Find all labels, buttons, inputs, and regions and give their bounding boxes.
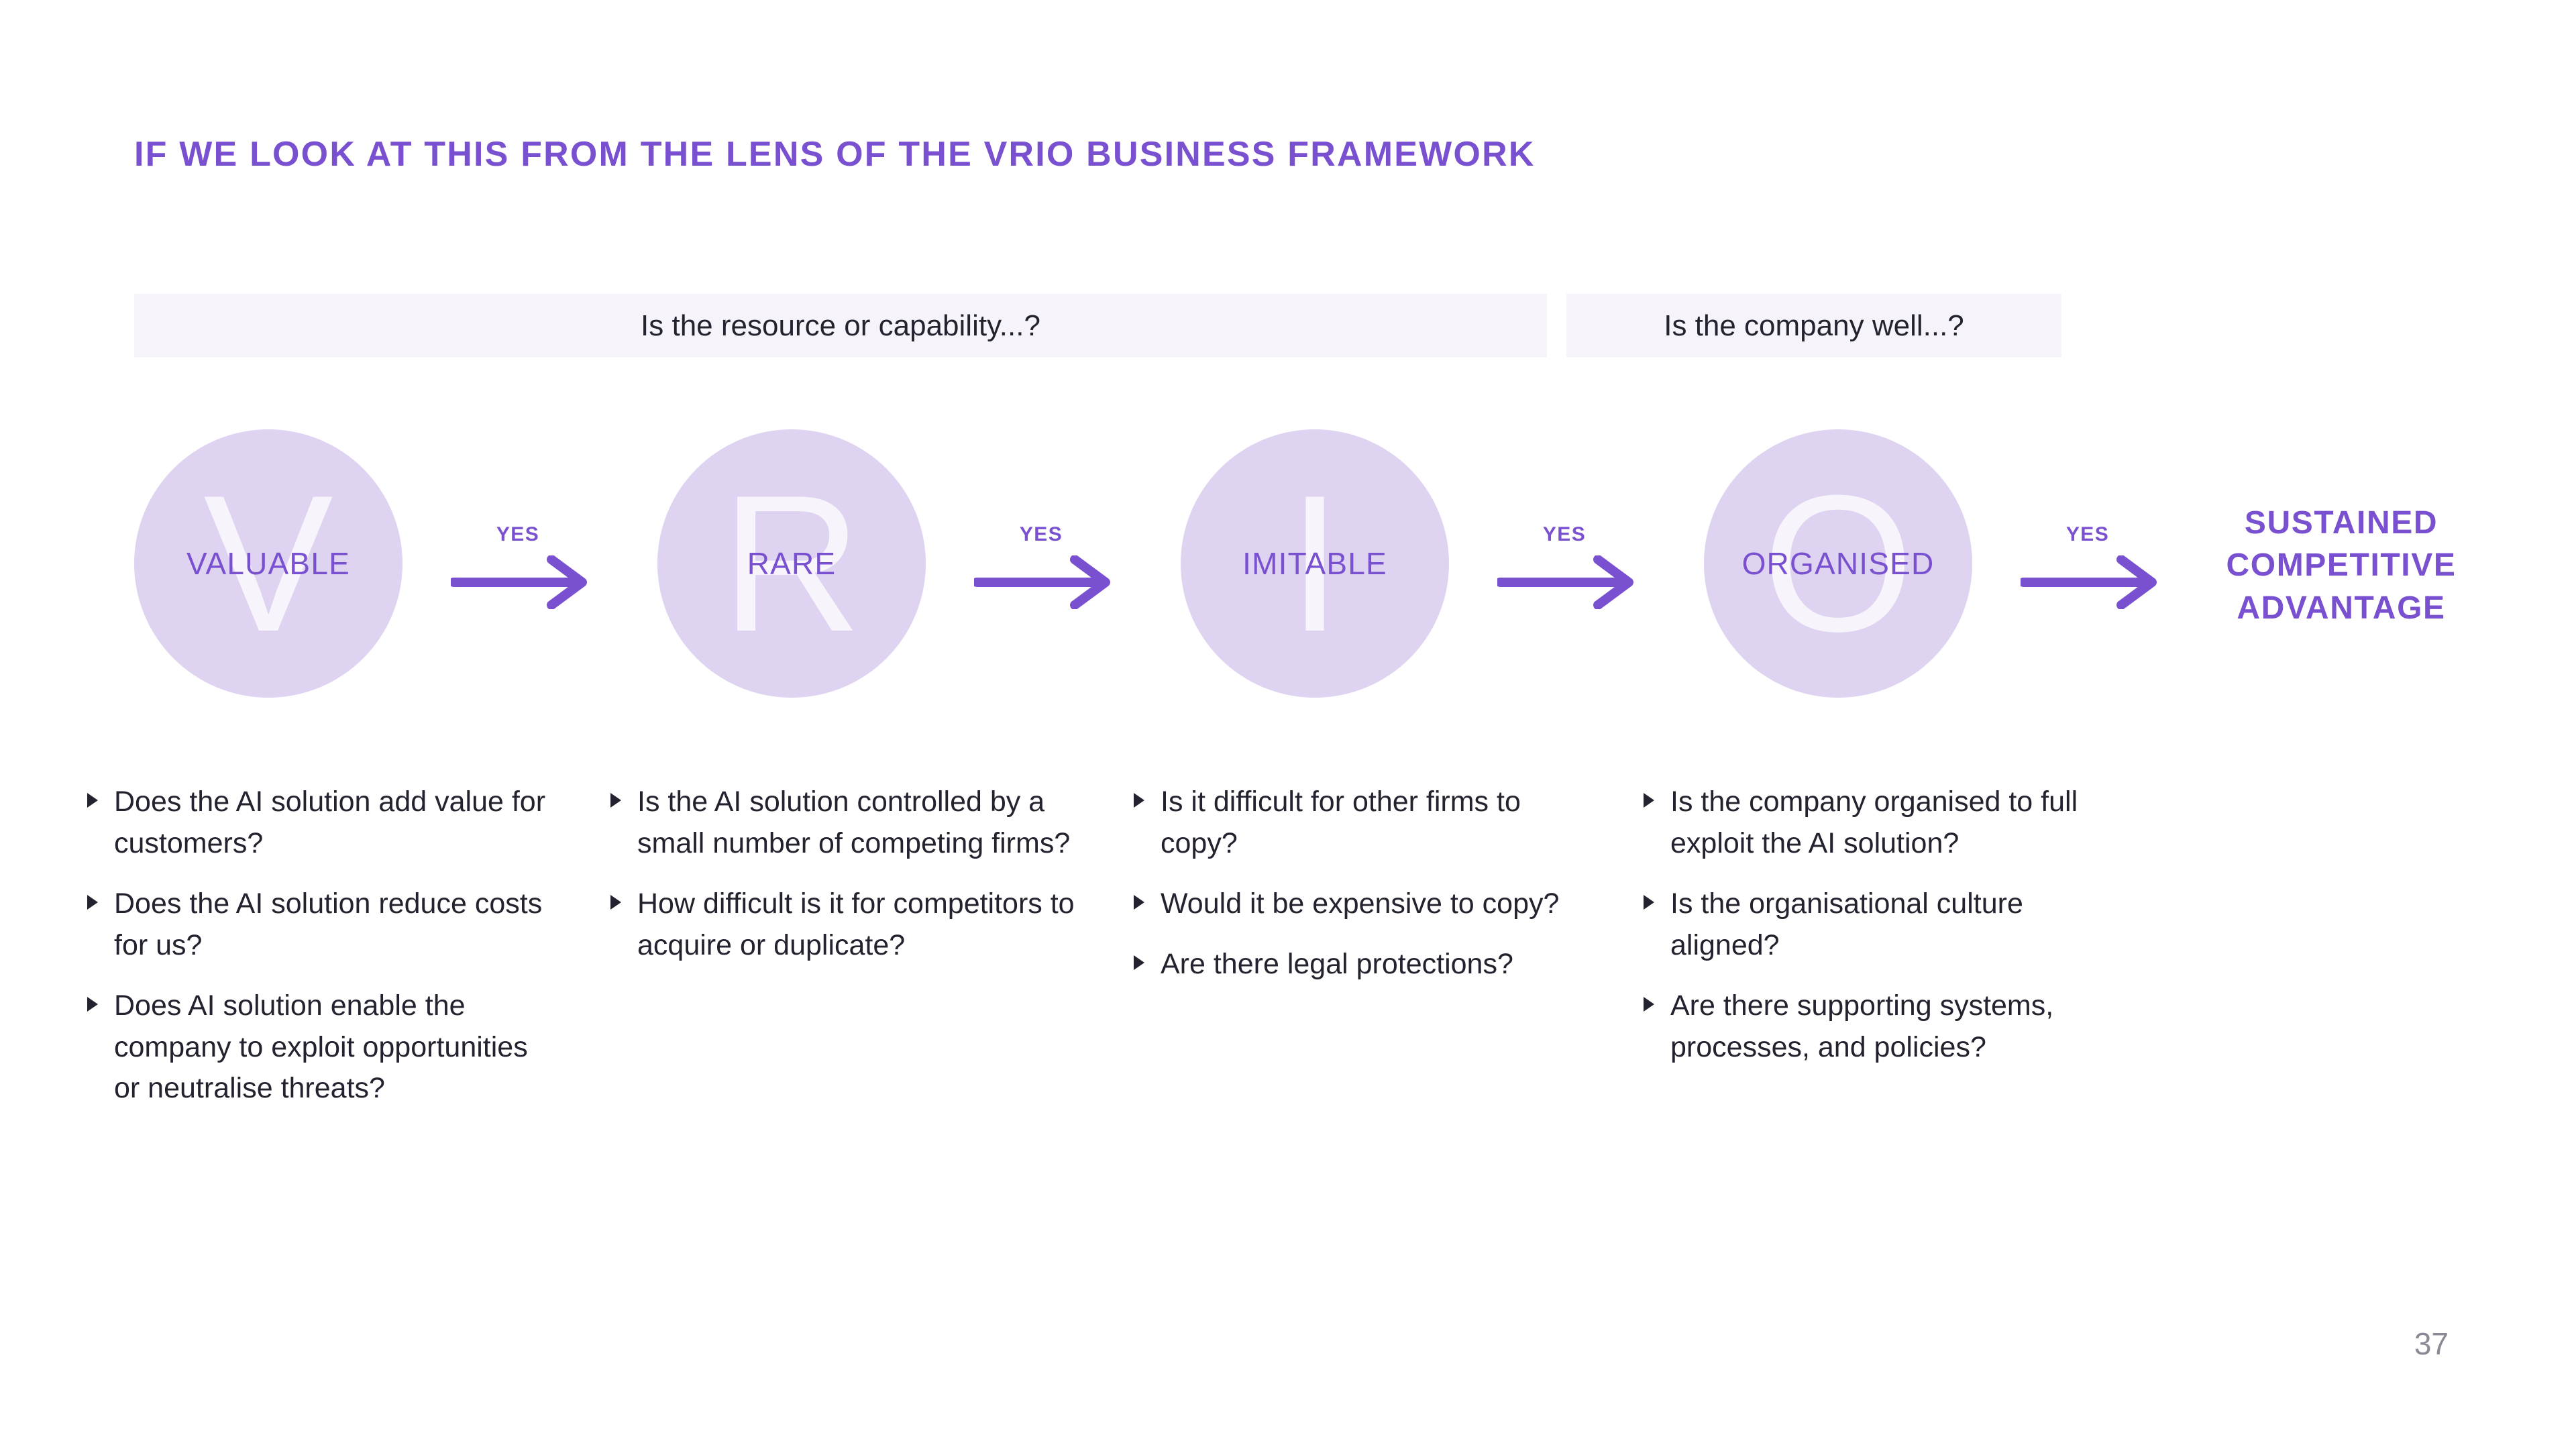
outcome-sustained-competitive-advantage: SUSTAINED COMPETITIVE ADVANTAGE	[2187, 502, 2496, 629]
triangle-bullet-icon	[1644, 996, 1656, 1012]
bullet-text: Does the AI solution add value for custo…	[114, 786, 546, 859]
flow-arrow-organised-to-outcome: YES	[2021, 523, 2175, 610]
header-bar-resource: Is the resource or capability...?	[134, 294, 1547, 358]
list-item: Is it difficult for other firms to copy?	[1134, 782, 1603, 865]
vrio-stage-valuable[interactable]: V VALUABLE	[134, 429, 402, 698]
bullet-text: Does AI solution enable the company to e…	[114, 989, 528, 1105]
arrow-right-icon	[451, 555, 587, 609]
bullet-column-rare: Is the AI solution controlled by a small…	[610, 782, 1080, 985]
list-item: Does the AI solution reduce costs for us…	[87, 883, 557, 967]
arrow-right-icon	[2021, 555, 2157, 609]
bullet-text: Is it difficult for other firms to copy?	[1161, 786, 1521, 859]
list-item: Is the company organised to full exploit…	[1644, 782, 2127, 865]
triangle-bullet-icon	[87, 894, 99, 910]
vrio-stage-organised-label: ORGANISED	[1741, 546, 1935, 581]
vrio-stage-imitable[interactable]: I IMITABLE	[1181, 429, 1449, 698]
triangle-bullet-icon	[1644, 793, 1656, 808]
arrow-right-icon	[974, 555, 1110, 609]
vrio-stage-organised[interactable]: O ORGANISED	[1704, 429, 1972, 698]
triangle-bullet-icon	[610, 894, 623, 910]
outcome-line-1: SUSTAINED	[2244, 505, 2438, 541]
bullet-text: Is the AI solution controlled by a small…	[637, 786, 1071, 859]
bullet-text: Is the organisational culture aligned?	[1670, 887, 2023, 961]
flow-arrow-imitable-to-organised: YES	[1497, 523, 1652, 610]
triangle-bullet-icon	[1134, 894, 1146, 910]
header-bar-resource-label: Is the resource or capability...?	[641, 309, 1040, 342]
outcome-line-2: COMPETITIVE	[2226, 547, 2457, 584]
list-item: Is the organisational culture aligned?	[1644, 883, 2127, 967]
list-item: Are there supporting systems, processes,…	[1644, 985, 2127, 1069]
page-title: IF WE LOOK AT THIS FROM THE LENS OF THE …	[134, 135, 1536, 174]
bullet-text: Is the company organised to full exploit…	[1670, 786, 2078, 859]
flow-arrow-valuable-to-rare: YES	[451, 523, 605, 610]
bullet-text: Are there legal protections?	[1161, 947, 1513, 980]
triangle-bullet-icon	[1134, 793, 1146, 808]
bullet-text: How difficult is it for competitors to a…	[637, 887, 1075, 961]
bullet-text: Are there supporting systems, processes,…	[1670, 989, 2054, 1063]
vrio-stage-rare-label: RARE	[747, 546, 837, 581]
list-item: Is the AI solution controlled by a small…	[610, 782, 1080, 865]
flow-arrow-4-label: YES	[2065, 523, 2110, 545]
triangle-bullet-icon	[610, 793, 623, 808]
list-item: Does AI solution enable the company to e…	[87, 985, 557, 1110]
triangle-bullet-icon	[1134, 955, 1146, 970]
header-bar-company: Is the company well...?	[1566, 294, 2061, 358]
vrio-stage-imitable-label: IMITABLE	[1242, 546, 1387, 581]
bullet-column-imitable: Is it difficult for other firms to copy?…	[1134, 782, 1603, 1004]
vrio-stage-valuable-label: VALUABLE	[186, 546, 350, 581]
flow-arrow-2-label: YES	[1019, 523, 1063, 545]
list-item: Would it be expensive to copy?	[1134, 883, 1603, 925]
arrow-right-icon	[1497, 555, 1633, 609]
flow-arrow-1-label: YES	[496, 523, 540, 545]
bullet-column-valuable: Does the AI solution add value for custo…	[87, 782, 557, 1128]
list-item: Does the AI solution add value for custo…	[87, 782, 557, 865]
flow-arrow-3-label: YES	[1542, 523, 1587, 545]
triangle-bullet-icon	[87, 793, 99, 808]
bullet-column-organised: Is the company organised to full exploit…	[1644, 782, 2127, 1087]
bullet-text: Would it be expensive to copy?	[1161, 887, 1560, 920]
bullet-text: Does the AI solution reduce costs for us…	[114, 887, 543, 961]
vrio-stage-rare[interactable]: R RARE	[657, 429, 926, 698]
triangle-bullet-icon	[1644, 894, 1656, 910]
flow-arrow-rare-to-imitable: YES	[974, 523, 1128, 610]
page-number: 37	[2414, 1326, 2449, 1361]
list-item: Are there legal protections?	[1134, 944, 1603, 985]
triangle-bullet-icon	[87, 996, 99, 1012]
outcome-line-3: ADVANTAGE	[2237, 590, 2446, 626]
header-bar-company-label: Is the company well...?	[1664, 309, 1964, 342]
list-item: How difficult is it for competitors to a…	[610, 883, 1080, 967]
